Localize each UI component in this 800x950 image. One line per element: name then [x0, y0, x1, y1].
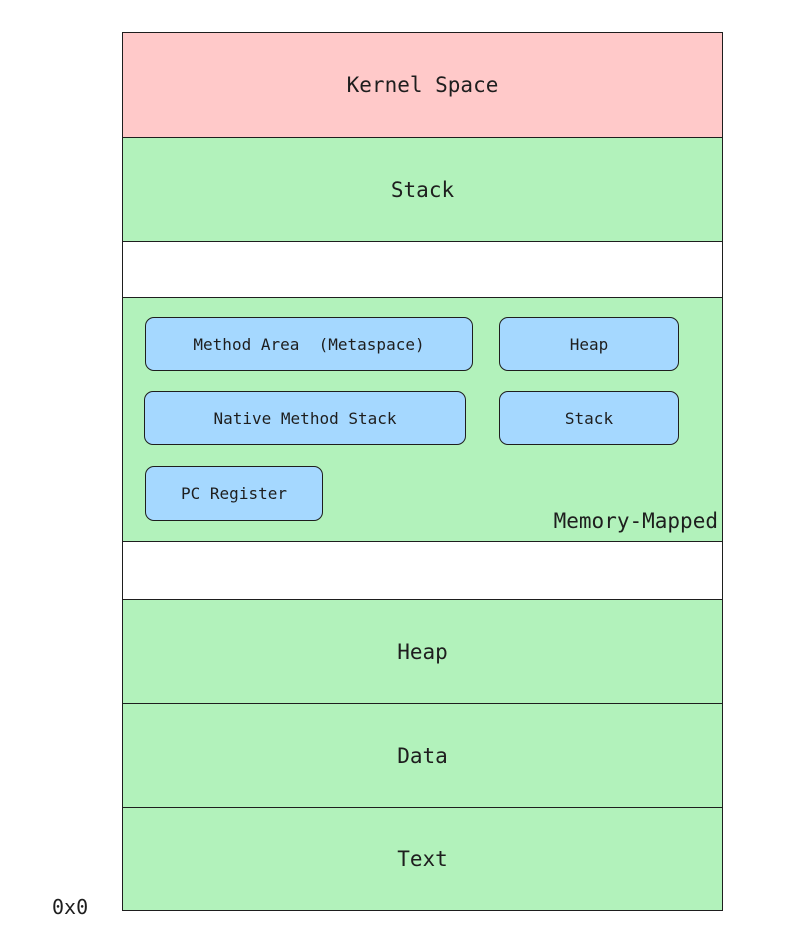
data-segment: Data [122, 703, 723, 808]
memory-mapped-segment: Method Area (Metaspace) Heap Native Meth… [122, 297, 723, 542]
memory-mapped-label: Memory-Mapped [553, 509, 718, 533]
origin-address-label: 0x0 [52, 895, 89, 919]
kernel-space-segment: Kernel Space [122, 32, 723, 138]
unmapped-gap-lower [122, 541, 723, 600]
pc-register-label: PC Register [181, 484, 287, 503]
stack-segment: Stack [122, 137, 723, 242]
jvm-stack-box: Stack [499, 391, 679, 445]
jvm-heap-label: Heap [569, 334, 609, 354]
method-area-box: Method Area (Metaspace) [145, 317, 473, 371]
data-label: Data [397, 743, 448, 768]
heap-segment: Heap [122, 599, 723, 704]
jvm-stack-label: Stack [564, 408, 614, 428]
kernel-space-label: Kernel Space [346, 73, 499, 97]
stack-label: Stack [390, 177, 455, 202]
jvm-heap-box: Heap [499, 317, 679, 371]
pc-register-box: PC Register [145, 466, 323, 521]
text-label: Text [397, 847, 448, 871]
text-segment: Text [122, 807, 723, 911]
unmapped-gap-upper [122, 241, 723, 298]
native-method-stack-label: Native Method Stack [213, 408, 397, 428]
heap-label: Heap [397, 639, 448, 664]
method-area-label: Method Area (Metaspace) [193, 334, 425, 354]
native-method-stack-box: Native Method Stack [144, 391, 466, 445]
